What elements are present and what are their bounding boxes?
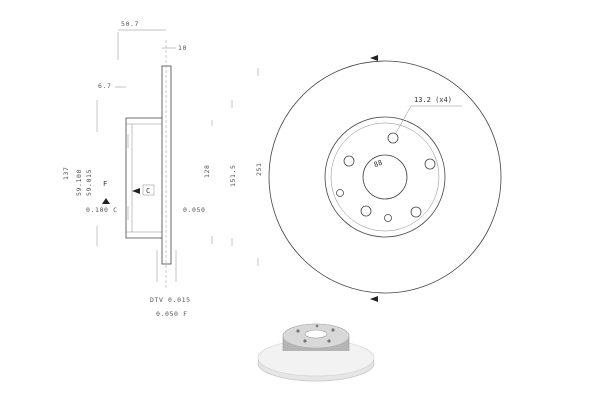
bolt-hole <box>387 132 399 144</box>
rotation-arrow-icon <box>370 296 378 302</box>
tol-left-label: 0.100 C <box>86 206 118 214</box>
dim-left-b-label: 59.100 <box>75 169 83 196</box>
dim-outer-label: 251 <box>255 162 263 176</box>
marker-f-label: F <box>103 180 107 188</box>
disc-center-bore <box>362 154 408 200</box>
tol-dtv-label: DTV 0.015 <box>150 296 191 304</box>
disc-hat-section <box>125 117 162 239</box>
dim-hat-dia-label: 128 <box>203 164 211 178</box>
bolt-hole <box>424 158 436 170</box>
dim-hat-label: 6.7 <box>98 82 112 90</box>
datum-c-box <box>142 184 155 196</box>
disc-hat-inner-edge <box>330 122 440 232</box>
side-section-view: 50.7 10 6.7 137 59.100 59.015 F 0.100 C … <box>62 20 263 318</box>
dim-top-label: 50.7 <box>121 20 139 28</box>
bolt-hole <box>410 206 422 218</box>
arrow-c-icon <box>132 188 140 194</box>
dim-braking-label: 151.5 <box>229 164 237 187</box>
rotation-arrow-icon <box>370 55 378 61</box>
tol-right-label: 0.050 <box>183 206 206 214</box>
small-hole <box>336 189 344 197</box>
datum-triangle-icon <box>102 198 110 204</box>
tol-flat-label: 0.050 F <box>156 310 188 318</box>
dim-left-c-label: 59.015 <box>85 169 93 196</box>
front-view: 88 13.2 (x4) <box>268 55 502 302</box>
disc-friction-ring <box>161 65 172 265</box>
disc-outer-edge <box>268 60 502 294</box>
dim-left-a-label: 137 <box>62 166 70 180</box>
small-hole <box>384 214 392 222</box>
marker-c-label: C <box>146 187 150 195</box>
bolt-hole <box>343 155 355 167</box>
bolt-hole-label: 13.2 (x4) <box>414 96 452 104</box>
disc-hat-edge <box>324 116 446 238</box>
center-bore-label: 88 <box>373 159 384 169</box>
dim-thickness-label: 10 <box>178 44 187 52</box>
disc-3d-thumbnail <box>257 323 375 382</box>
bolt-hole <box>360 205 372 217</box>
disc-hat-inner <box>131 123 162 233</box>
